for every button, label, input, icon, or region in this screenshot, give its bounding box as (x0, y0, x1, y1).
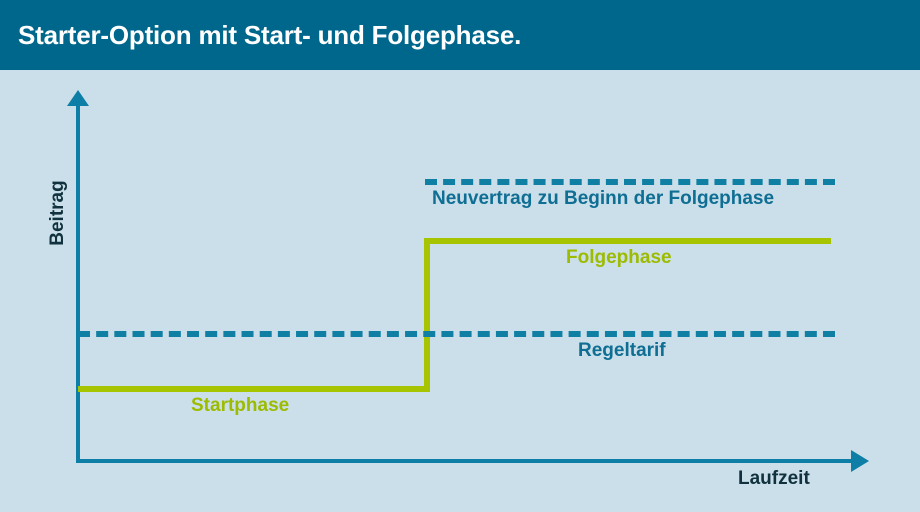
y-axis-label: Beitrag (47, 180, 68, 246)
neuvertrag-dashed-line (425, 179, 835, 185)
x-axis-label: Laufzeit (738, 468, 810, 489)
startphase-label: Startphase (191, 395, 290, 416)
header-band: Starter-Option mit Start- und Folgephase… (0, 0, 920, 70)
page-title: Starter-Option mit Start- und Folgephase… (18, 20, 522, 50)
folgephase-label: Folgephase (566, 247, 672, 268)
x-axis-arrow-icon (851, 450, 869, 472)
step-riser-segment (424, 238, 430, 392)
regeltarif-dashed-line (78, 331, 835, 337)
startphase-line-segment (78, 386, 430, 392)
regeltarif-label: Regeltarif (578, 340, 666, 361)
folgephase-line-segment (424, 238, 831, 244)
x-axis-line (76, 459, 853, 463)
y-axis-arrow-icon (67, 90, 89, 106)
chart-canvas: Beitrag Laufzeit Neuvertrag zu Beginn de… (0, 70, 920, 512)
neuvertrag-label: Neuvertrag zu Beginn der Folgephase (432, 188, 775, 209)
y-axis-line (76, 102, 80, 463)
